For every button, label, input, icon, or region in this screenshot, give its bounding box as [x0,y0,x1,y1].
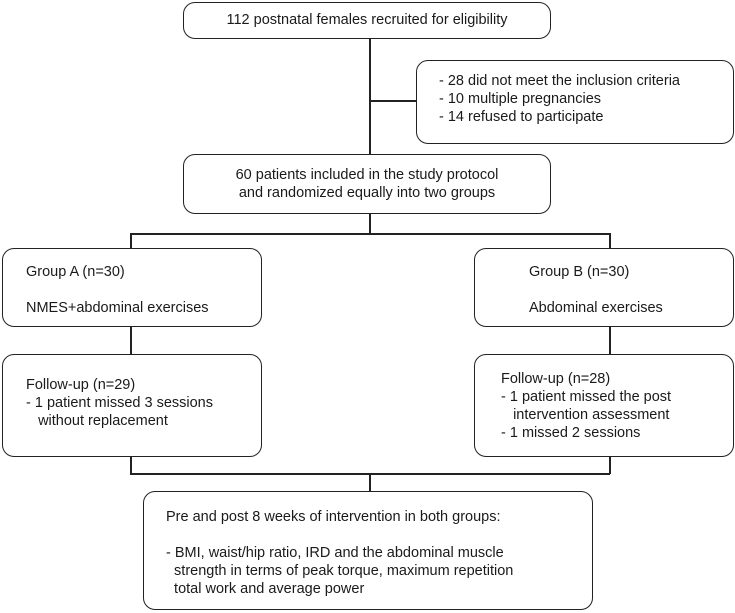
connector-merge-to-outcomes [369,473,371,492]
outcomes-line-4: strength in terms of peak torque, maximu… [166,563,514,579]
group-a-title: Group A (n=30) [26,264,125,280]
randomized-box: 60 patients included in the study protoc… [183,154,551,214]
followup-b-line-4: - 1 missed 2 sessions [501,425,641,441]
followup-a-line-1: Follow-up (n=29) [26,377,136,393]
recruited-line-1: 112 postnatal females recruited for elig… [226,12,508,28]
outcomes-line-3: - BMI, waist/hip ratio, IRD and the abdo… [166,545,504,561]
recruited-box: 112 postnatal females recruited for elig… [183,2,551,39]
connector-split-to-group-a [130,233,132,249]
randomized-line-1: 60 patients included in the study protoc… [235,167,499,183]
outcomes-line-5: total work and average power [166,581,365,597]
group-a-intervention: NMES+abdominal exercises [26,300,209,316]
excluded-line-3: - 14 refused to participate [439,109,604,125]
connector-group-b-to-followup-b [609,326,611,355]
followup-a-line-2: - 1 patient missed 3 sessions [26,395,213,411]
connector-randomized-down [369,213,371,234]
group-a-box: Group A (n=30) NMES+abdominal exercises [2,248,262,327]
outcomes-line-1: Pre and post 8 weeks of intervention in … [166,509,501,525]
connector-followup-a-down [130,456,132,474]
connector-to-excluded [369,100,417,102]
connector-followup-b-down [609,456,611,474]
connector-split-to-group-b [609,233,611,249]
followup-b-box: Follow-up (n=28) - 1 patient missed the … [474,354,734,457]
excluded-line-2: - 10 multiple pregnancies [439,91,602,107]
outcomes-box: Pre and post 8 weeks of intervention in … [143,491,593,610]
excluded-box: - 28 did not meet the inclusion criteria… [416,60,734,144]
connector-group-a-to-followup-a [130,326,132,355]
excluded-line-1: - 28 did not meet the inclusion criteria [439,73,680,89]
group-b-intervention: Abdominal exercises [529,300,663,316]
connector-recruited-to-randomized [369,38,371,155]
followup-b-line-3: intervention assessment [501,407,670,423]
outcomes-line-2 [166,526,592,544]
group-b-box: Group B (n=30) Abdominal exercises [474,248,734,327]
connector-split-horizontal [130,233,610,235]
followup-a-box: Follow-up (n=29) - 1 patient missed 3 se… [2,354,262,457]
followup-a-line-3: without replacement [26,413,168,429]
group-b-title: Group B (n=30) [529,264,630,280]
randomized-line-2: and randomized equally into two groups [238,185,496,201]
followup-b-line-1: Follow-up (n=28) [501,371,611,387]
followup-b-line-2: - 1 patient missed the post [501,389,672,405]
